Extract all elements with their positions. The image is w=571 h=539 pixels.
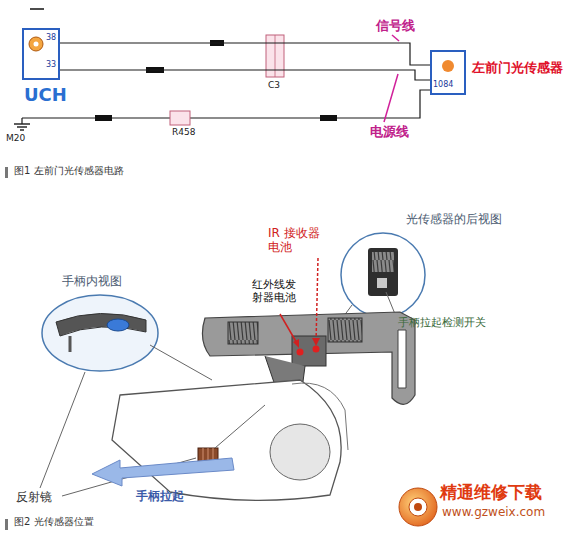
- callout-label: 反射镜: [16, 490, 52, 504]
- callout-label: 手柄拉起: [136, 489, 184, 503]
- callout-label: IR 接收器电池: [268, 226, 326, 255]
- part-number: 1084: [433, 80, 453, 90]
- pin-number: 33: [46, 60, 56, 70]
- figure-caption: 图1 左前门光传感器电路: [14, 165, 124, 177]
- connector-name: R458: [172, 127, 195, 138]
- figure-caption: 图2 光传感器位置: [14, 516, 94, 528]
- node-title: 左前门光传感器: [472, 61, 563, 76]
- wire: [60, 43, 430, 65]
- callout-label: 光传感器的后视图: [406, 212, 502, 226]
- watermark: www.gzweix.com: [442, 505, 545, 519]
- connector-name: C3: [268, 80, 280, 91]
- callout-label: 手柄内视图: [62, 274, 122, 288]
- pin-number: 38: [46, 33, 56, 43]
- wire: [60, 70, 430, 80]
- watermark: 精通维修下载: [440, 482, 542, 502]
- ground-name: M20: [6, 133, 25, 144]
- wire-label: 信号线: [376, 18, 415, 34]
- wire-label: 电源线: [370, 124, 409, 140]
- node-title: UCH: [24, 85, 67, 106]
- callout-label: 手柄拉起检测开关: [398, 316, 486, 329]
- callout-label: 红外线发射器电池: [252, 278, 304, 304]
